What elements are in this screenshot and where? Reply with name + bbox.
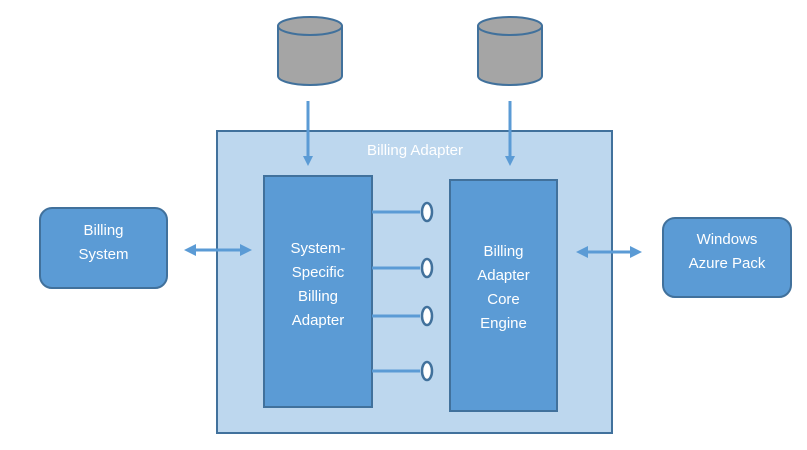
lollipop-connector-icon-4 — [372, 360, 434, 382]
system-specific-billing-adapter-box — [263, 175, 373, 408]
lollipop-connector-icon-3 — [372, 305, 434, 327]
database-icon-right — [477, 16, 543, 86]
database-icon-left — [277, 16, 343, 86]
double-arrow-billing-system — [184, 244, 252, 256]
billing-system-box — [39, 207, 168, 289]
windows-azure-pack-box — [662, 217, 792, 298]
lollipop-connector-icon-2 — [372, 257, 434, 279]
double-arrow-windows-azure-pack — [576, 246, 642, 258]
billing-adapter-core-engine-box — [449, 179, 558, 412]
lollipop-connector-icon-1 — [372, 201, 434, 223]
